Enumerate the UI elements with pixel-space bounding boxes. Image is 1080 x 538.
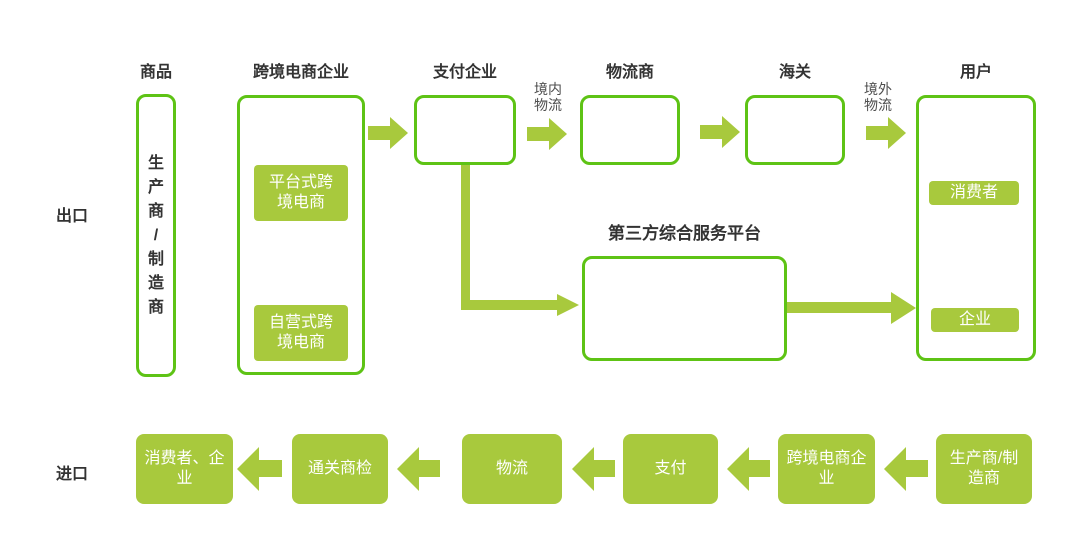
third-party-platform-box bbox=[582, 256, 787, 361]
header-ecom-enterprise: 跨境电商企业 bbox=[252, 64, 349, 81]
overseas-logistics-label: 境外 物流 bbox=[864, 81, 892, 113]
third-party-platform-title: 第三方综合服务平台 bbox=[608, 224, 761, 243]
consumer-box: 消费者 bbox=[929, 181, 1019, 205]
payment-enterprise-box bbox=[414, 95, 516, 165]
import-step-payment: 支付 bbox=[623, 434, 718, 504]
platform-type-ecom-box: 平台式跨 境电商 bbox=[254, 165, 348, 221]
import-step-customs-clearance-inspection: 通关商检 bbox=[292, 434, 388, 504]
header-logistics: 物流商 bbox=[605, 64, 654, 81]
enterprise-box: 企业 bbox=[931, 308, 1019, 332]
customs-box bbox=[745, 95, 845, 165]
header-user: 用户 bbox=[959, 64, 992, 81]
export-row-label: 出口 bbox=[55, 208, 88, 225]
import-step-ecom-enterprise: 跨境电商企 业 bbox=[778, 434, 875, 504]
logistics-provider-box bbox=[580, 95, 680, 165]
import-step-consumers-enterprises: 消费者、企 业 bbox=[136, 434, 233, 504]
goods-box: 生 产 商 / 制 造 商 bbox=[136, 94, 176, 377]
producer-manufacturer-vertical-label: 生 产 商 / 制 造 商 bbox=[147, 154, 164, 316]
domestic-logistics-label: 境内 物流 bbox=[534, 81, 562, 113]
self-operated-ecom-box: 自营式跨 境电商 bbox=[254, 305, 348, 361]
header-goods: 商品 bbox=[139, 64, 172, 81]
import-row-label: 进口 bbox=[55, 466, 88, 483]
header-customs: 海关 bbox=[778, 64, 811, 81]
header-payment: 支付企业 bbox=[432, 64, 497, 81]
import-step-producer-manufacturer: 生产商/制 造商 bbox=[936, 434, 1032, 504]
import-step-logistics: 物流 bbox=[462, 434, 562, 504]
